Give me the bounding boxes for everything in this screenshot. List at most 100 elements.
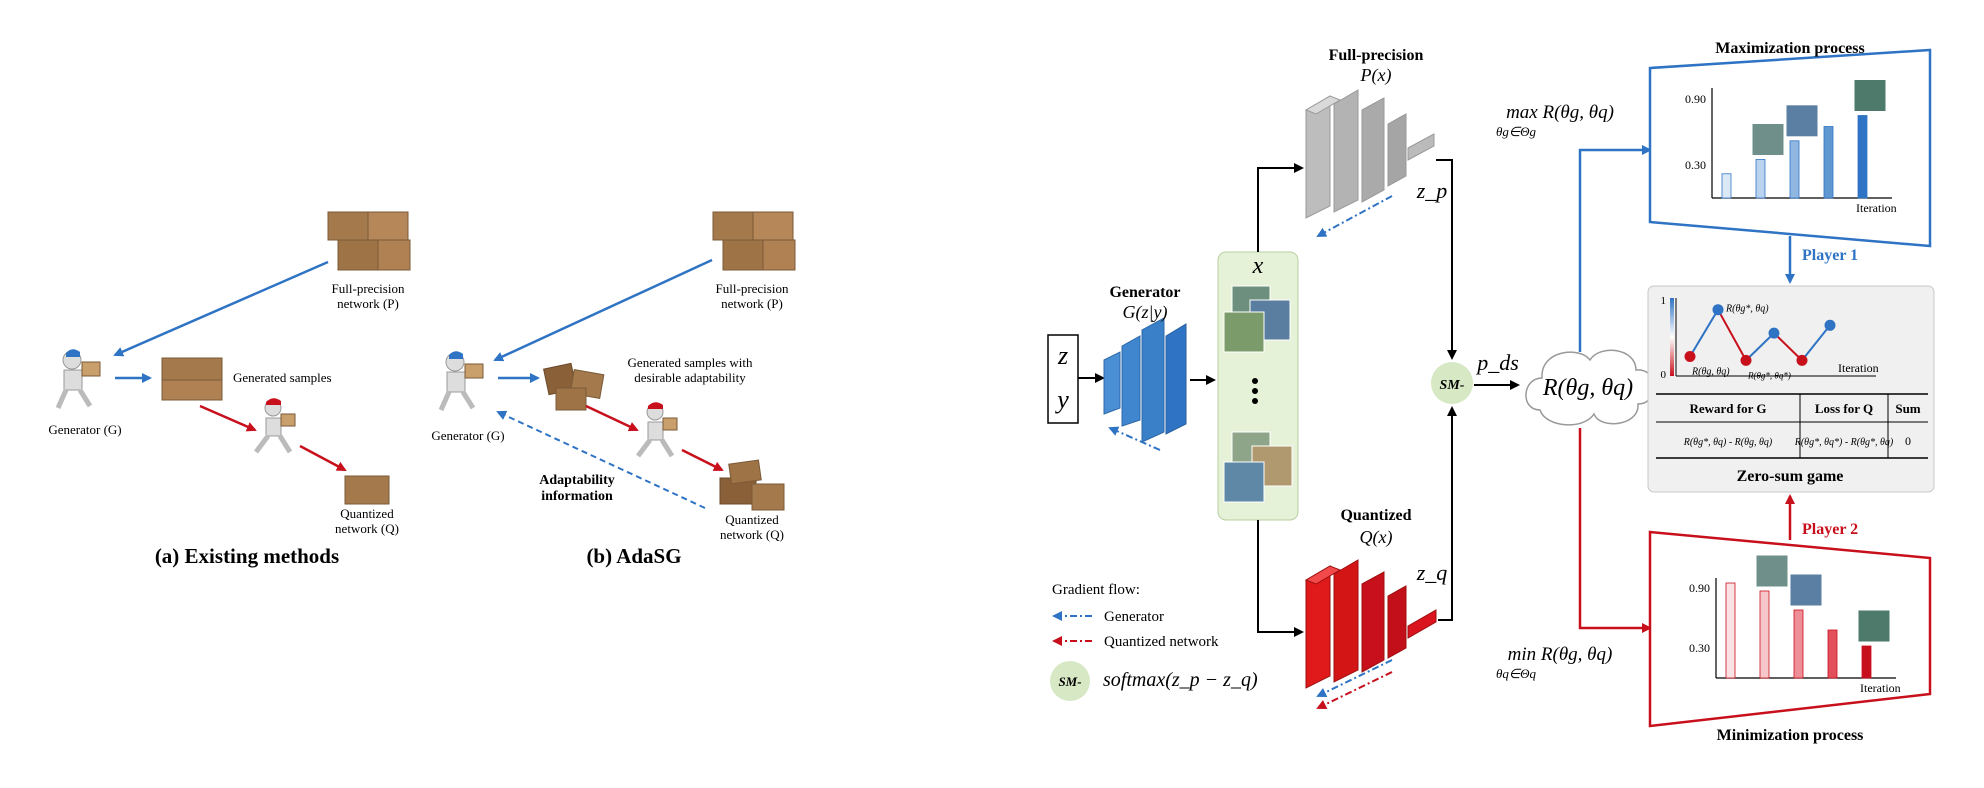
sample-thumbnail [1853, 79, 1887, 112]
min-title: Minimization process [1717, 727, 1864, 744]
x-axis-label: Iteration [1838, 361, 1879, 375]
y-tick-top: 1 [1661, 295, 1667, 307]
series-segment [1745, 332, 1775, 362]
fp-gradient-arrow [1316, 195, 1393, 237]
table-header-reward: Reward for G [1689, 401, 1766, 416]
generator-figure-icon [55, 349, 101, 410]
y-tick-label: 0.30 [1685, 158, 1706, 172]
bar [1823, 126, 1834, 199]
sm-node [1431, 362, 1473, 404]
table-header-loss: Loss for Q [1815, 401, 1873, 416]
q-network-blocks-icon [1304, 559, 1437, 689]
series-segment [1717, 309, 1747, 361]
input-zy-box [1047, 334, 1079, 424]
fp-title: Full-precision [1329, 47, 1424, 64]
bar [1861, 645, 1872, 679]
full-precision-boxes-icon [327, 211, 411, 271]
y-label: y [1054, 385, 1069, 414]
y-tick-label: 0.90 [1689, 581, 1710, 595]
z-label: z [1057, 341, 1068, 370]
arrow-samples-to-runner-a [199, 404, 257, 432]
point-label: R(θg*, θq*) [1747, 370, 1791, 380]
bar [1725, 582, 1736, 679]
arrow-fp-to-generator-a [113, 260, 329, 357]
bar [1857, 115, 1868, 199]
bar [1755, 159, 1766, 199]
series-point [1768, 327, 1780, 339]
zero-sum-panel [1647, 285, 1935, 493]
q-gradient-arrow-red [1316, 671, 1393, 709]
generated-label-a: Generated samples [233, 370, 332, 385]
legend-generator-label: Generator [1104, 609, 1164, 625]
sm-label: SM- [1440, 378, 1465, 393]
series-point [1796, 354, 1808, 366]
generator-title: Generator [1109, 284, 1180, 301]
y-tick-label: 0.30 [1689, 641, 1710, 655]
table-cell-loss: R(θg*, θq*) - R(θg*, θq) [1794, 437, 1894, 448]
zero-sum-title: Zero-sum game [1737, 468, 1844, 485]
bar [1721, 173, 1732, 199]
sample-thumbnail [1857, 609, 1891, 643]
max-title: Maximization process [1715, 40, 1864, 57]
min-formula: min R(θg, θq) [1508, 644, 1613, 665]
arrow-zp-to-sm [1436, 159, 1457, 360]
legend-sm-formula: softmax(z_p − z_q) [1103, 669, 1258, 691]
series-point [1712, 304, 1724, 316]
x-label: x [1252, 253, 1264, 279]
sample-thumbnail [1785, 104, 1819, 138]
legend-title: Gradient flow: [1052, 582, 1140, 598]
generator-formula: G(z|y) [1123, 302, 1168, 323]
zp-label: z_p [1416, 178, 1448, 203]
generated-boxes-icon [161, 357, 223, 401]
max-subscript: θg∈Θg [1496, 124, 1537, 139]
caption-a: (a) Existing methods [155, 544, 339, 568]
arrow-cloud-to-min [1578, 428, 1652, 633]
gen-gradient-arrow [1108, 426, 1161, 451]
r-label: R(θg, θq) [1542, 375, 1633, 401]
arrow-x-to-q [1257, 520, 1304, 637]
point-label: R(θg, θq) [1691, 367, 1730, 378]
q-formula: Q(x) [1360, 527, 1393, 548]
legend-quantized-label: Quantized network [1104, 634, 1219, 650]
zq-label: z_q [1416, 560, 1448, 585]
min-subscript: θq∈Θq [1496, 666, 1537, 681]
fp-network-blocks-icon [1304, 89, 1435, 219]
bar [1759, 590, 1770, 679]
x-axis-label: Iteration [1860, 681, 1901, 695]
reward-cloud [1525, 349, 1655, 426]
generated-boxes-icon-b [543, 362, 605, 411]
arrow-fp-to-generator-b [493, 258, 713, 362]
fp-formula: P(x) [1360, 65, 1392, 86]
y-tick-bottom: 0 [1661, 369, 1667, 381]
player2-label: Player 2 [1802, 521, 1858, 538]
y-tick-label: 0.90 [1685, 92, 1706, 106]
table-cell-reward: R(θg*, θq) - R(θg, θq) [1683, 437, 1773, 448]
arrow-zq-to-sm [1438, 406, 1457, 621]
sample-thumbnail [1755, 554, 1789, 588]
bar [1793, 609, 1804, 679]
table-header-sum: Sum [1895, 401, 1920, 416]
point-label: R(θg*, θq) [1725, 304, 1769, 315]
x-axis-label: Iteration [1856, 201, 1897, 215]
table-cell-sum: 0 [1905, 434, 1911, 448]
ellipsis-dot-3 [1252, 398, 1258, 404]
player1-label: Player 1 [1802, 247, 1858, 264]
color-scale-bar [1670, 298, 1674, 376]
pds-label: p_ds [1475, 350, 1519, 375]
caption-b: (b) AdaSG [586, 544, 681, 568]
q-gradient-arrow-blue [1316, 659, 1393, 697]
series-segment [1773, 332, 1803, 362]
series-point [1684, 351, 1696, 362]
arrow-samples-to-runner-b [585, 404, 639, 432]
arrow-x-to-fp [1257, 163, 1304, 252]
sample-images-bottom-icon [1223, 431, 1293, 503]
arrow-runner-to-q-b [681, 448, 724, 472]
generator-label-a: Generator (G) [48, 422, 121, 437]
